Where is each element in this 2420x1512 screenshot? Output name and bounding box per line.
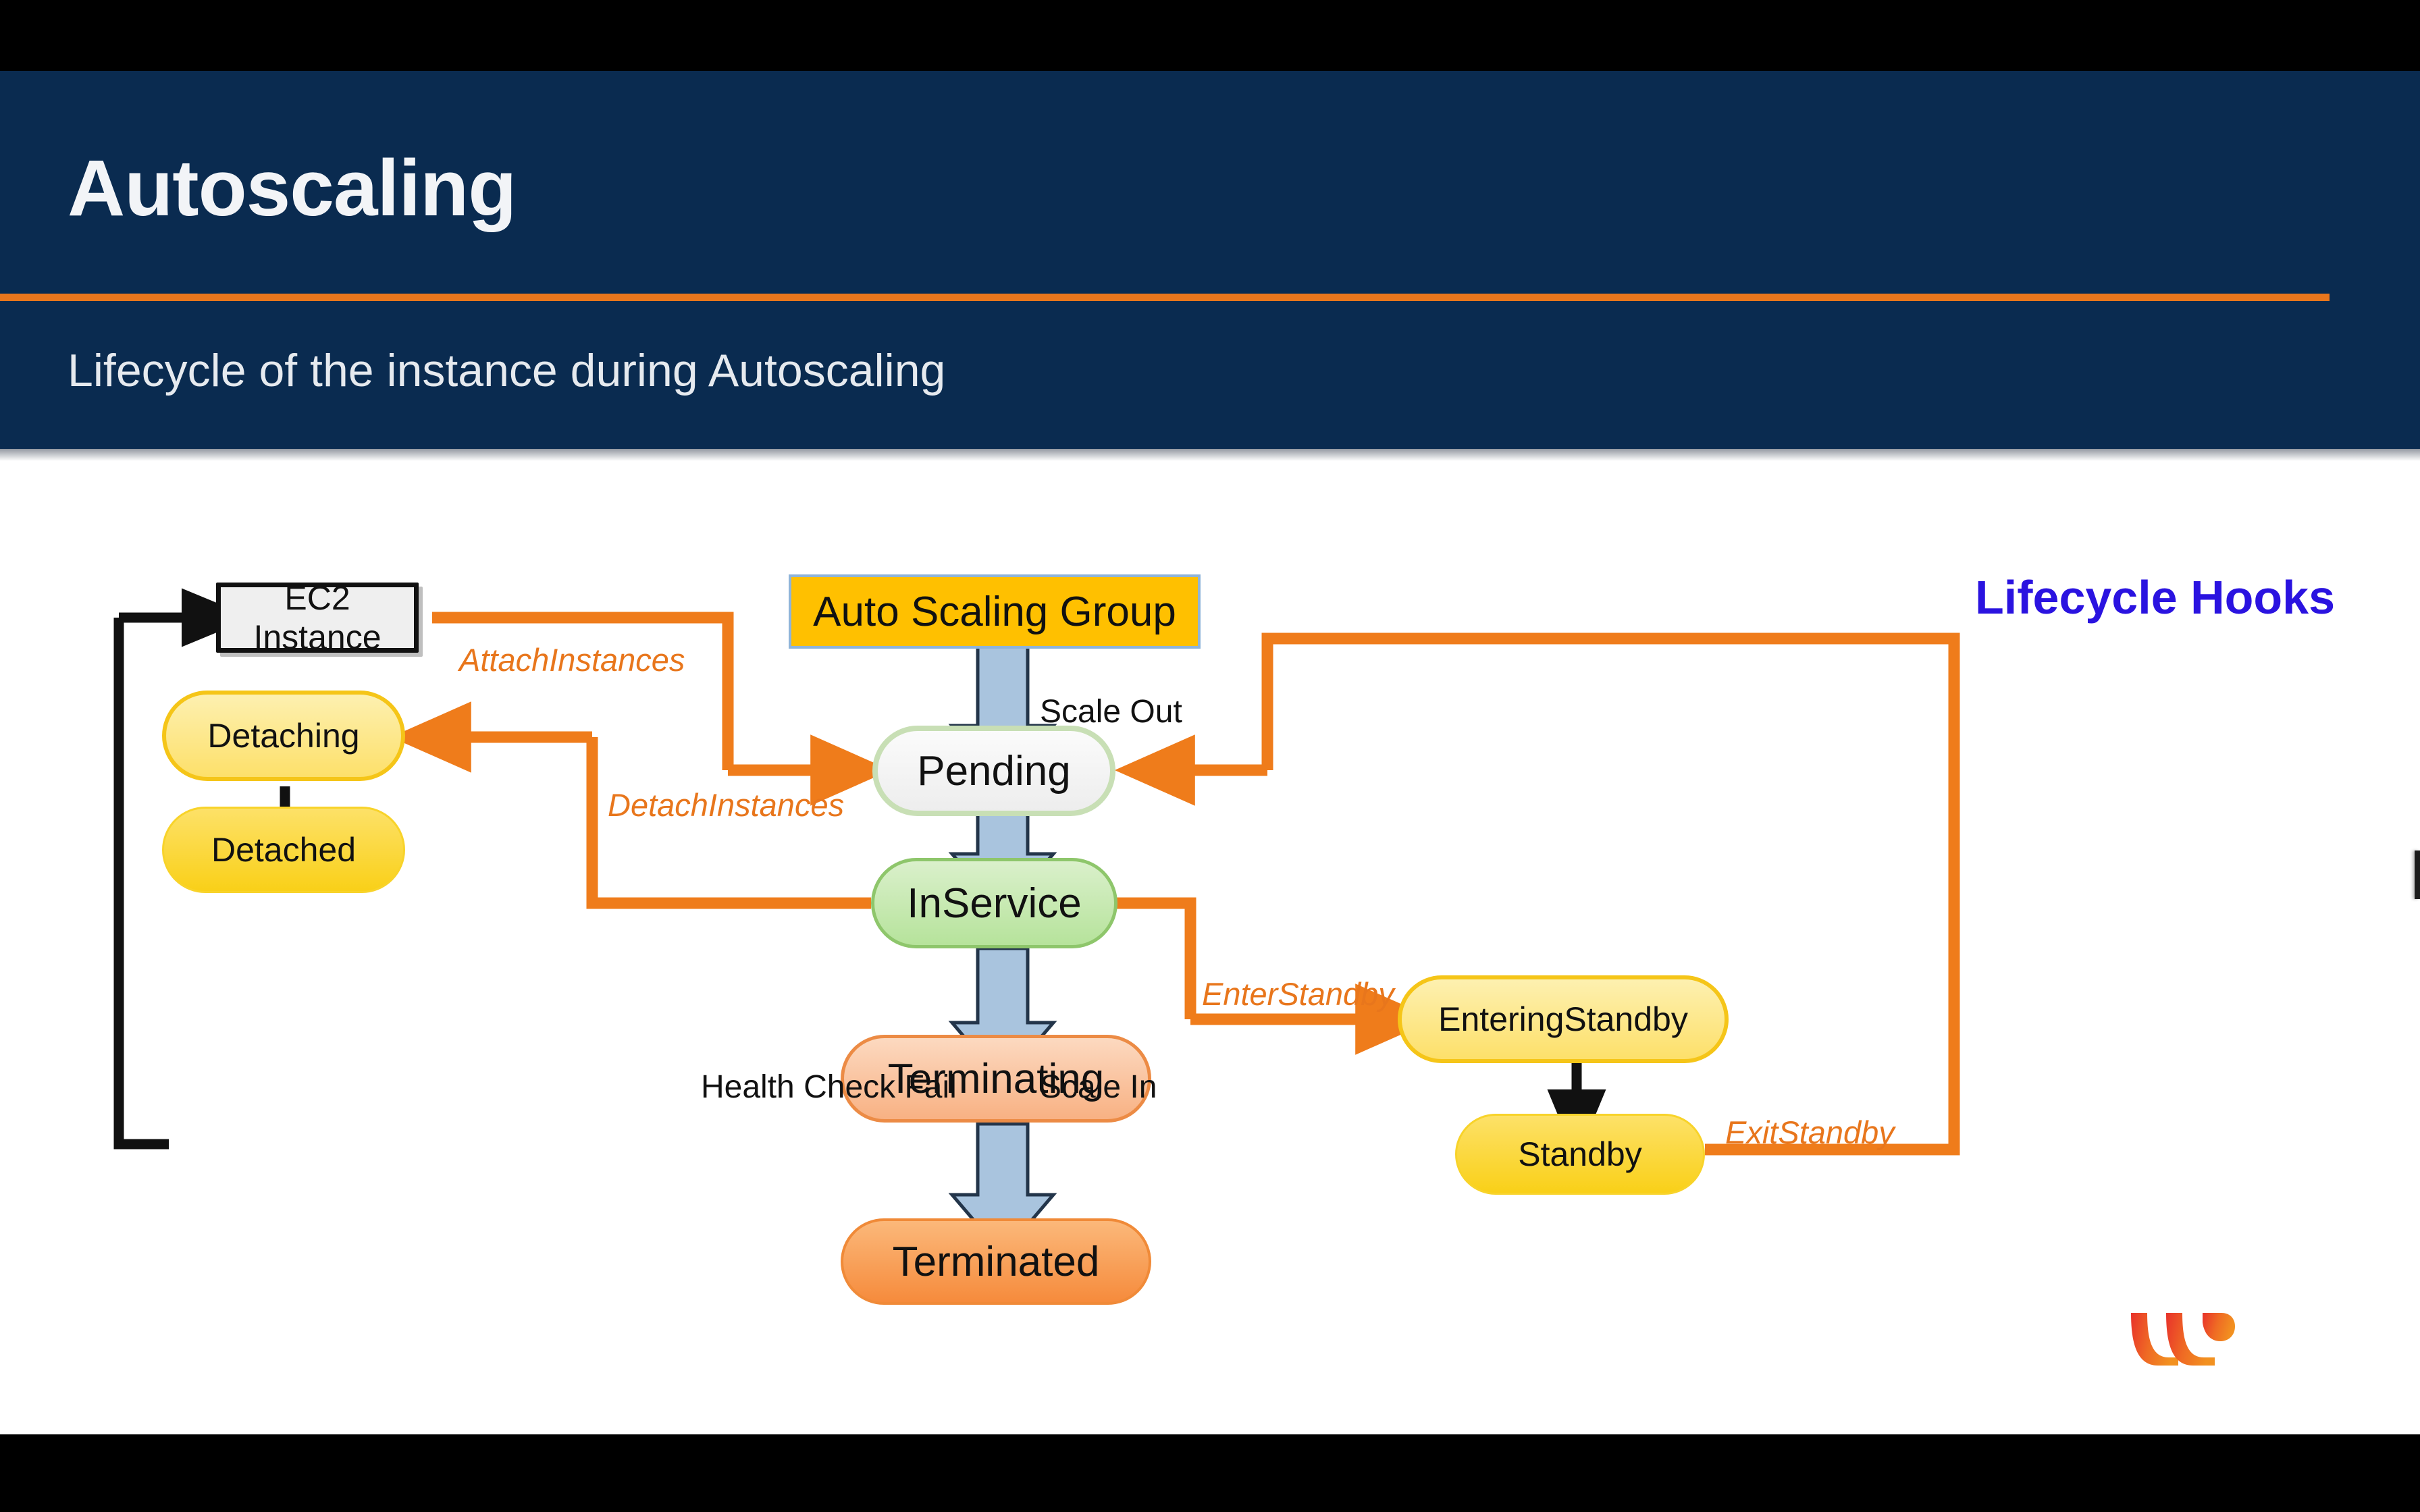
- node-label: InService: [907, 880, 1082, 927]
- node-auto-scaling-group[interactable]: Auto Scaling Group: [789, 574, 1201, 649]
- node-label: Auto Scaling Group: [813, 588, 1176, 635]
- letterbox-top: [0, 0, 2420, 71]
- label-scale-out: Scale Out: [1040, 694, 1182, 730]
- edge-detach-instances: [390, 701, 871, 909]
- label-scale-in: Scale In: [1040, 1069, 1157, 1105]
- node-standby[interactable]: Standby: [1455, 1114, 1705, 1195]
- lifecycle-hooks-heading: Lifecycle Hooks: [1975, 571, 2335, 624]
- node-entering-standby[interactable]: EnteringStandby: [1398, 975, 1729, 1063]
- node-label: Standby: [1518, 1135, 1642, 1173]
- slide-header: Autoscaling Lifecycle of the instance du…: [0, 71, 2420, 449]
- page-title: Autoscaling: [68, 144, 517, 233]
- page-subtitle: Lifecycle of the instance during Autosca…: [68, 345, 946, 396]
- node-inservice[interactable]: InService: [871, 858, 1117, 948]
- label-exit-standby: ExitStandby: [1725, 1114, 1895, 1150]
- node-detached[interactable]: Detached: [162, 807, 405, 893]
- brand-logo: [2131, 1313, 2235, 1366]
- node-label: Detaching: [207, 717, 360, 755]
- node-label: EnteringStandby: [1438, 1000, 1688, 1038]
- node-pending[interactable]: Pending: [872, 726, 1115, 816]
- node-terminating[interactable]: Terminating: [841, 1035, 1151, 1123]
- header-accent-rule: [0, 294, 2330, 301]
- edge-detached-to-ec2: [113, 588, 253, 1150]
- edge-enter-standby: [1116, 897, 1436, 1055]
- diagram-canvas: EC2 Instance Auto Scaling Group Pending …: [0, 449, 2420, 1434]
- letterbox-bottom: [0, 1434, 2420, 1512]
- edge-attach-instances: [432, 612, 891, 806]
- slide: Autoscaling Lifecycle of the instance du…: [0, 71, 2420, 1434]
- node-detaching[interactable]: Detaching: [162, 691, 405, 781]
- label-attach-instances: AttachInstances: [459, 642, 685, 678]
- node-label: Pending: [917, 747, 1071, 794]
- label-health-check-fail: Health Check Fail: [701, 1069, 957, 1105]
- header-shadow: [0, 449, 2420, 461]
- node-ec2-instance[interactable]: EC2 Instance: [216, 579, 419, 656]
- edge-exit-standby: [1114, 632, 1960, 1156]
- node-label: EC2 Instance: [253, 579, 382, 656]
- label-detach-instances: DetachInstances: [608, 787, 845, 823]
- node-terminated[interactable]: Terminated: [841, 1218, 1151, 1305]
- node-label: Terminating: [887, 1055, 1105, 1102]
- offscreen-edge-element: [2415, 850, 2420, 899]
- node-label: Detached: [211, 831, 357, 869]
- node-label: Terminated: [892, 1238, 1100, 1285]
- label-enter-standby: EnterStandby: [1202, 976, 1394, 1012]
